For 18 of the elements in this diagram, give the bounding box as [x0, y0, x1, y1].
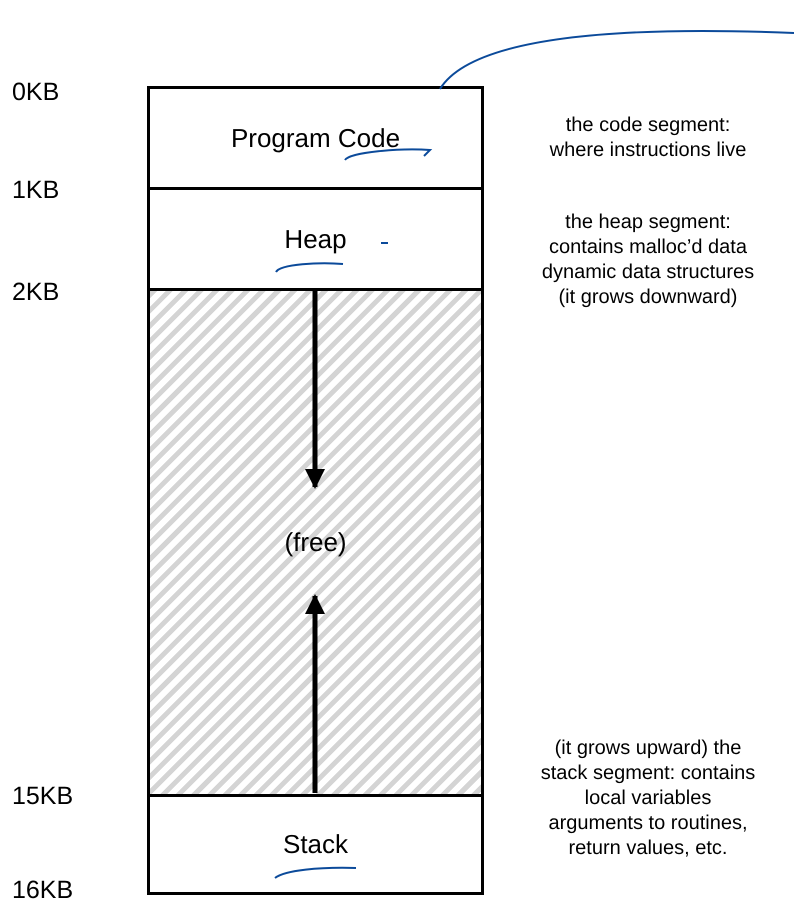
memory-segment-box: [147, 794, 484, 895]
address-label: 1KB: [12, 176, 60, 205]
arrow: [305, 594, 325, 793]
segment-label: Heap: [284, 224, 347, 254]
segment-description: the heap segment: contains malloc’d data dynamic data structures (it grows downward): [540, 210, 756, 310]
segment-description: (it grows upward) the stack segment: contains local variables arguments to routines, return values, etc.: [540, 736, 756, 861]
address-label: 16KB: [12, 876, 74, 905]
segment-label: Stack: [282, 829, 348, 860]
free-memory-region: [147, 288, 484, 797]
arrow: [305, 290, 325, 489]
segment-label: Program Code: [230, 122, 400, 154]
memory-segment-box: [147, 187, 484, 291]
memory-segment-box: [147, 86, 484, 190]
address-label: 2KB: [12, 278, 60, 307]
segment-label: (free): [284, 527, 347, 558]
segment-description: the code segment: where instructions live: [548, 113, 748, 163]
address-label: 15KB: [12, 782, 74, 811]
address-label: 0KB: [12, 78, 60, 107]
